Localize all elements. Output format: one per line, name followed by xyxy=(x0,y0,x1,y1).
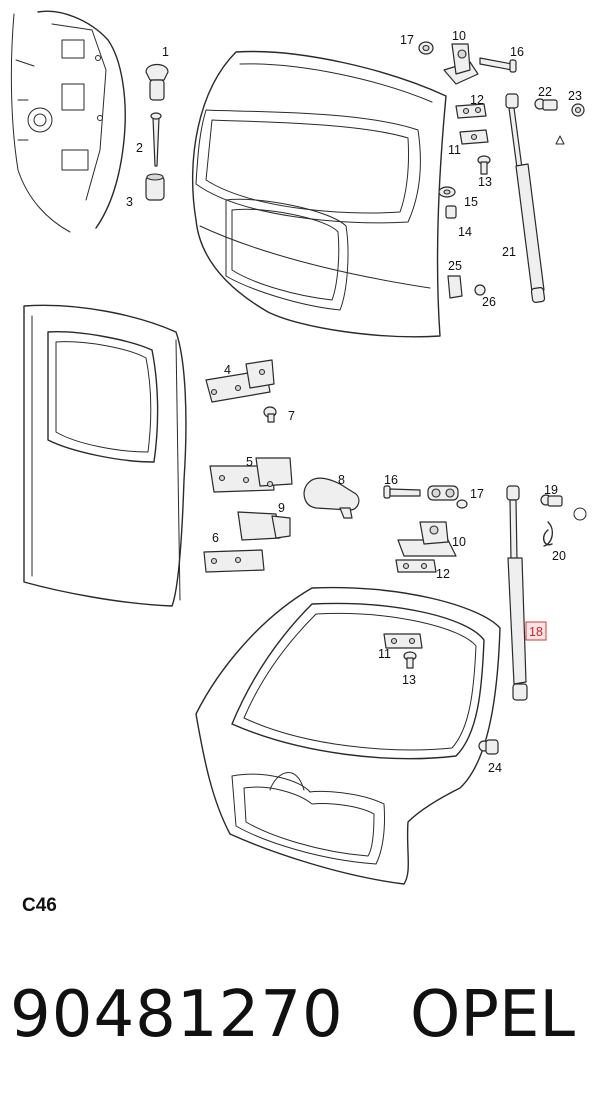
callout-25: 25 xyxy=(448,259,462,273)
parts-diagram: 1 2 3 4 5 6 7 8 9 10 10 11 11 12 12 13 1… xyxy=(10,10,587,885)
callout-6: 6 xyxy=(212,531,219,545)
part-17-washer-top xyxy=(418,41,434,55)
part-17-washer-mid xyxy=(427,485,468,509)
callout-7: 7 xyxy=(288,409,295,423)
part-6-hinge xyxy=(203,549,265,573)
part-16-bolt-top xyxy=(479,57,517,73)
callout-24: 24 xyxy=(488,761,502,775)
brand-name: OPEL xyxy=(410,978,576,1052)
callout-11-top: 11 xyxy=(448,143,461,157)
part-14-screw xyxy=(445,205,457,219)
callout-3: 3 xyxy=(126,195,133,209)
part-26-nut xyxy=(474,284,486,296)
callout-1: 1 xyxy=(162,45,169,59)
part-15-washer xyxy=(438,186,456,198)
part-20-clip xyxy=(542,521,554,547)
callout-10-mid: 10 xyxy=(452,535,466,549)
vehicle-rear-corner xyxy=(10,10,126,233)
side-door xyxy=(23,304,187,607)
callout-10-top: 10 xyxy=(452,29,466,43)
part-4-hinge xyxy=(205,359,275,403)
part-2-pin xyxy=(150,112,162,167)
callout-21: 21 xyxy=(502,245,516,259)
callout-17-mid: 17 xyxy=(470,487,484,501)
callout-16-top: 16 xyxy=(510,45,524,59)
part-16-bolt-mid xyxy=(383,485,421,499)
part-5-hinge xyxy=(209,457,293,493)
part-9-bracket xyxy=(237,511,291,541)
part-23-nut xyxy=(555,103,585,145)
part-12-plate-mid xyxy=(395,559,437,573)
callout-26: 26 xyxy=(482,295,496,309)
callout-2: 2 xyxy=(136,141,143,155)
callout-13-bottom: 13 xyxy=(402,673,416,687)
callout-8: 8 xyxy=(338,473,345,487)
part-19-ball-stud xyxy=(540,494,587,521)
part-13-screw-top xyxy=(477,155,491,175)
callout-18-highlight xyxy=(525,621,547,641)
callout-11-bottom: 11 xyxy=(378,647,391,661)
diagram-code: C46 xyxy=(22,895,57,916)
part-3-buffer xyxy=(145,173,165,201)
part-1-bump-stop xyxy=(145,63,169,101)
part-12-plate-top xyxy=(455,103,487,119)
callout-labels: 1 2 3 4 5 6 7 8 9 10 10 11 11 12 12 13 1… xyxy=(126,29,582,775)
part-18-gas-strut xyxy=(506,485,528,701)
rear-hatch xyxy=(195,586,501,885)
callout-12-top: 12 xyxy=(470,93,484,107)
part-10-hinge-top xyxy=(443,43,479,85)
part-8-handle xyxy=(303,477,360,519)
part-22-ball-stud xyxy=(534,98,558,111)
callout-23: 23 xyxy=(568,89,582,103)
upper-tailgate xyxy=(191,50,447,338)
part-11-plate-bottom xyxy=(383,633,423,649)
callout-20: 20 xyxy=(552,549,566,563)
part-24-buffer xyxy=(478,739,499,755)
callout-5: 5 xyxy=(246,455,253,469)
callout-4: 4 xyxy=(224,363,231,377)
part-11-plate-top xyxy=(459,129,489,145)
callout-22: 22 xyxy=(538,85,552,99)
callout-13-top: 13 xyxy=(478,175,492,189)
callout-19: 19 xyxy=(544,483,558,497)
callout-12-mid: 12 xyxy=(436,567,450,581)
callout-16-mid: 16 xyxy=(384,473,398,487)
part-13-screw-bottom xyxy=(403,651,417,669)
callout-14: 14 xyxy=(458,225,472,239)
part-25-clip xyxy=(447,275,463,299)
part-7-bolt xyxy=(263,406,277,423)
part-21-gas-strut xyxy=(505,93,546,303)
part-10-hinge-mid xyxy=(397,521,457,557)
part-number: 90481270 xyxy=(10,978,344,1052)
callout-9: 9 xyxy=(278,501,285,515)
callout-18: 18 xyxy=(529,625,543,639)
callout-15: 15 xyxy=(464,195,478,209)
callout-17-top: 17 xyxy=(400,33,414,47)
